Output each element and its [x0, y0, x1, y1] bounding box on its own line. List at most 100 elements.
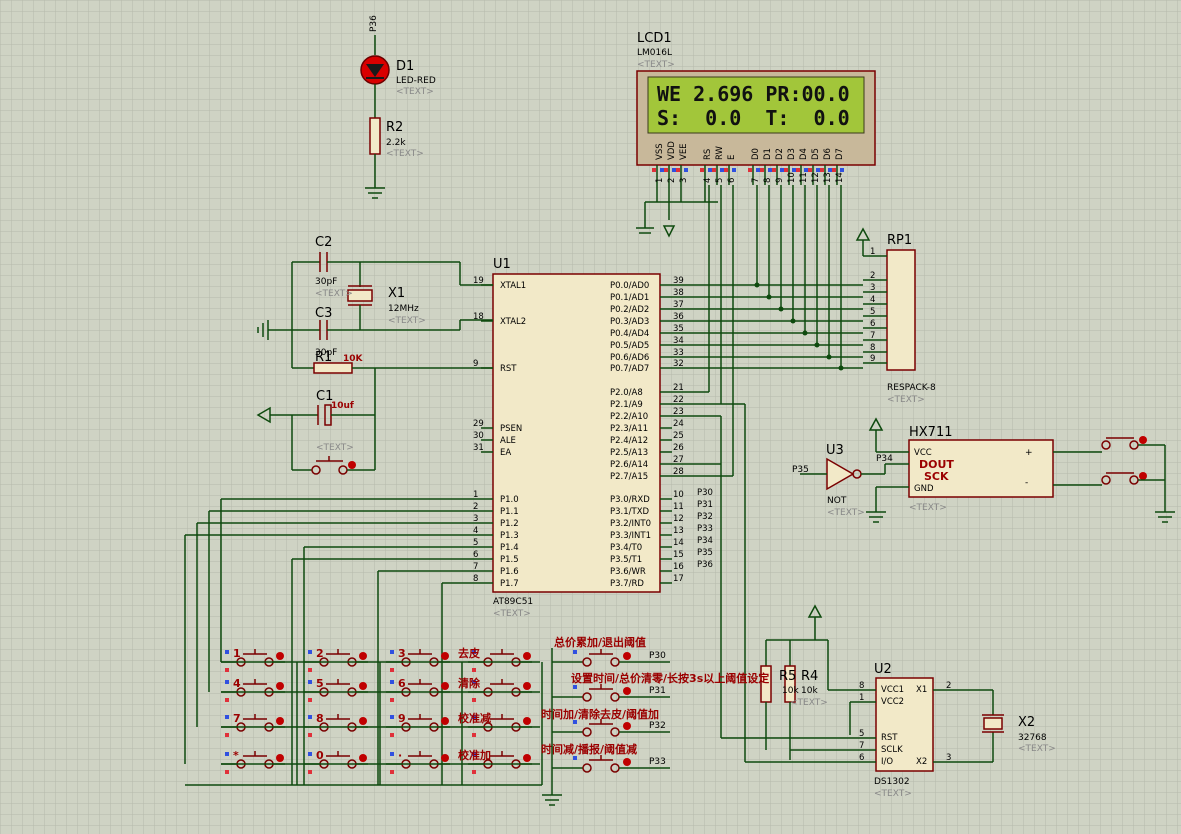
reset-circuit[interactable]: R1 10K C1 10uf <TEXT> [256, 350, 493, 475]
mcu-pin-name: P2.3/A11 [610, 424, 648, 434]
mcu-pin-num: 39 [673, 276, 684, 286]
mcu-pin-num: 3 [473, 514, 478, 524]
mcu-pin-num: 11 [673, 502, 684, 512]
mcu-pin-num: 28 [673, 467, 684, 477]
c3-value: 30pF [315, 348, 337, 358]
mcu-pin-num: 36 [673, 312, 684, 322]
mcu-u1[interactable]: U1 AT89C51 <TEXT> XTAL119XTAL218RST9PSEN… [473, 257, 713, 619]
lcd-pin-number: 13 [823, 172, 833, 183]
mcu-pin-name: P0.2/AD2 [610, 305, 649, 315]
u2-pin-vcc1: VCC1 [881, 685, 904, 695]
led-text-tag: <TEXT> [396, 87, 434, 97]
lcd-ref: LCD1 [637, 31, 672, 46]
mcu-pin-num: 34 [673, 336, 684, 346]
u2-model: DS1302 [874, 777, 910, 787]
mcu-pin-name: P2.2/A10 [610, 412, 648, 422]
keypad-key-label: 5 [316, 677, 324, 690]
function-key-label: 设置时间/总价清零/长按3s以上阈值设定 [571, 671, 769, 685]
lcd-module[interactable]: LCD1 LM016L <TEXT> WE 2.696 PR:00.0 S: 0… [636, 31, 876, 185]
keypad-key-label: 7 [233, 712, 241, 725]
r2-value: 2.2k [386, 138, 406, 148]
u2-num-3: 3 [946, 753, 951, 763]
mcu-pin-name: RST [500, 364, 517, 374]
mcu-pin-name: P1.4 [500, 543, 519, 553]
function-key-label: 总价累加/退出阈值 [554, 635, 646, 649]
mcu-pin-num: 31 [473, 443, 484, 453]
mcu-pin-name: P3.0/RXD [610, 495, 650, 505]
oscillator-circuit[interactable]: C2 30pF <TEXT> C3 30pF X1 12MHz <TEXT> [257, 235, 493, 368]
mcu-text-tag: <TEXT> [493, 609, 531, 619]
keypad-key-label: 去皮 [458, 646, 480, 660]
function-key-net: P33 [649, 757, 666, 767]
lcd-pin-label: D0 [751, 148, 761, 160]
lcd-pin-number: 11 [799, 172, 809, 183]
lcd-pin-label: RW [715, 145, 725, 160]
mcu-pin-name: P1.5 [500, 555, 519, 565]
pullup-resistors[interactable]: R5 R4 10k 10k <TEXT> [760, 604, 829, 760]
mcu-pin-name: P0.5/AD5 [610, 341, 649, 351]
hx711-minus: - [1025, 478, 1028, 488]
u3-ref: U3 [826, 443, 844, 458]
mcu-pin-name: P3.7/RD [610, 579, 644, 589]
lcd-pin-number: 3 [679, 178, 689, 183]
u3-net-p35: P35 [792, 465, 809, 475]
rp1-pin-num: 3 [870, 283, 875, 293]
hx711-pin-dout: DOUT [919, 458, 954, 471]
c1-text-tag: <TEXT> [316, 443, 354, 453]
mcu-pin-name: ALE [500, 436, 516, 446]
lcd-pin-number: 2 [667, 178, 677, 183]
rp1-text-tag: <TEXT> [887, 395, 925, 405]
mcu-model: AT89C51 [493, 597, 533, 607]
mcu-pin-num: 35 [673, 324, 684, 334]
resistor-r2[interactable]: R2 2.2k <TEXT> [365, 117, 424, 199]
u2-pin-vcc2: VCC2 [881, 697, 904, 707]
led-ref: D1 [396, 59, 414, 74]
lcd-model: LM016L [637, 48, 672, 58]
mcu-pin-num: 23 [673, 407, 684, 417]
mcu-pin-name: P3.4/T0 [610, 543, 642, 553]
rp1-pin-num: 9 [870, 354, 875, 364]
mcu-pin-name: P2.6/A14 [610, 460, 648, 470]
lcd-pin-row: VSS1VDD2VEE3RS4RW5E6D07D18D29D310D411D51… [652, 141, 845, 185]
u2-num-7: 7 [859, 741, 864, 751]
mcu-pin-num: 26 [673, 443, 684, 453]
keypad-key-label: 6 [398, 677, 406, 690]
r4-value: 10k [801, 686, 818, 696]
hx711-module[interactable]: HX711 VCC DOUT SCK GND + - <TEXT> P34 [866, 417, 1175, 523]
mcu-pin-num: 18 [473, 312, 484, 322]
mcu-pin-name: P2.7/A15 [610, 472, 648, 482]
rp1-ref: RP1 [887, 233, 912, 248]
u2-pin-sclk: SCLK [881, 745, 903, 755]
lcd-pin-label: D1 [763, 148, 773, 160]
rtc-u2[interactable]: U2 VCC1 VCC2 RST SCLK I/O X1 X2 8 1 5 7 … [828, 662, 1056, 799]
mcu-net-label: P34 [697, 536, 713, 546]
not-gate-u3[interactable]: U3 P35 NOT <TEXT> [792, 443, 886, 518]
led-d1[interactable]: P36 D1 LED-RED <TEXT> [360, 15, 436, 118]
mcu-pin-name: PSEN [500, 424, 522, 434]
c2-value: 30pF [315, 277, 337, 287]
mcu-pin-name: P1.6 [500, 567, 519, 577]
mcu-pin-name: P2.4/A12 [610, 436, 648, 446]
u2-pin-x2: X2 [916, 757, 927, 767]
r2-text-tag: <TEXT> [386, 149, 424, 159]
mcu-pin-name: P3.2/INT0 [610, 519, 651, 529]
lcd-pin-label: E [727, 155, 737, 160]
mcu-net-label: P30 [697, 488, 713, 498]
x2-value: 32768 [1018, 733, 1047, 743]
rp1-pin-num: 8 [870, 343, 875, 353]
mcu-pin-name: XTAL1 [500, 281, 526, 291]
keypad-key-label: 2 [316, 647, 324, 660]
x2-text-tag: <TEXT> [1018, 744, 1056, 754]
mcu-pin-name: P1.0 [500, 495, 519, 505]
lcd-ground-wiring [636, 185, 718, 238]
